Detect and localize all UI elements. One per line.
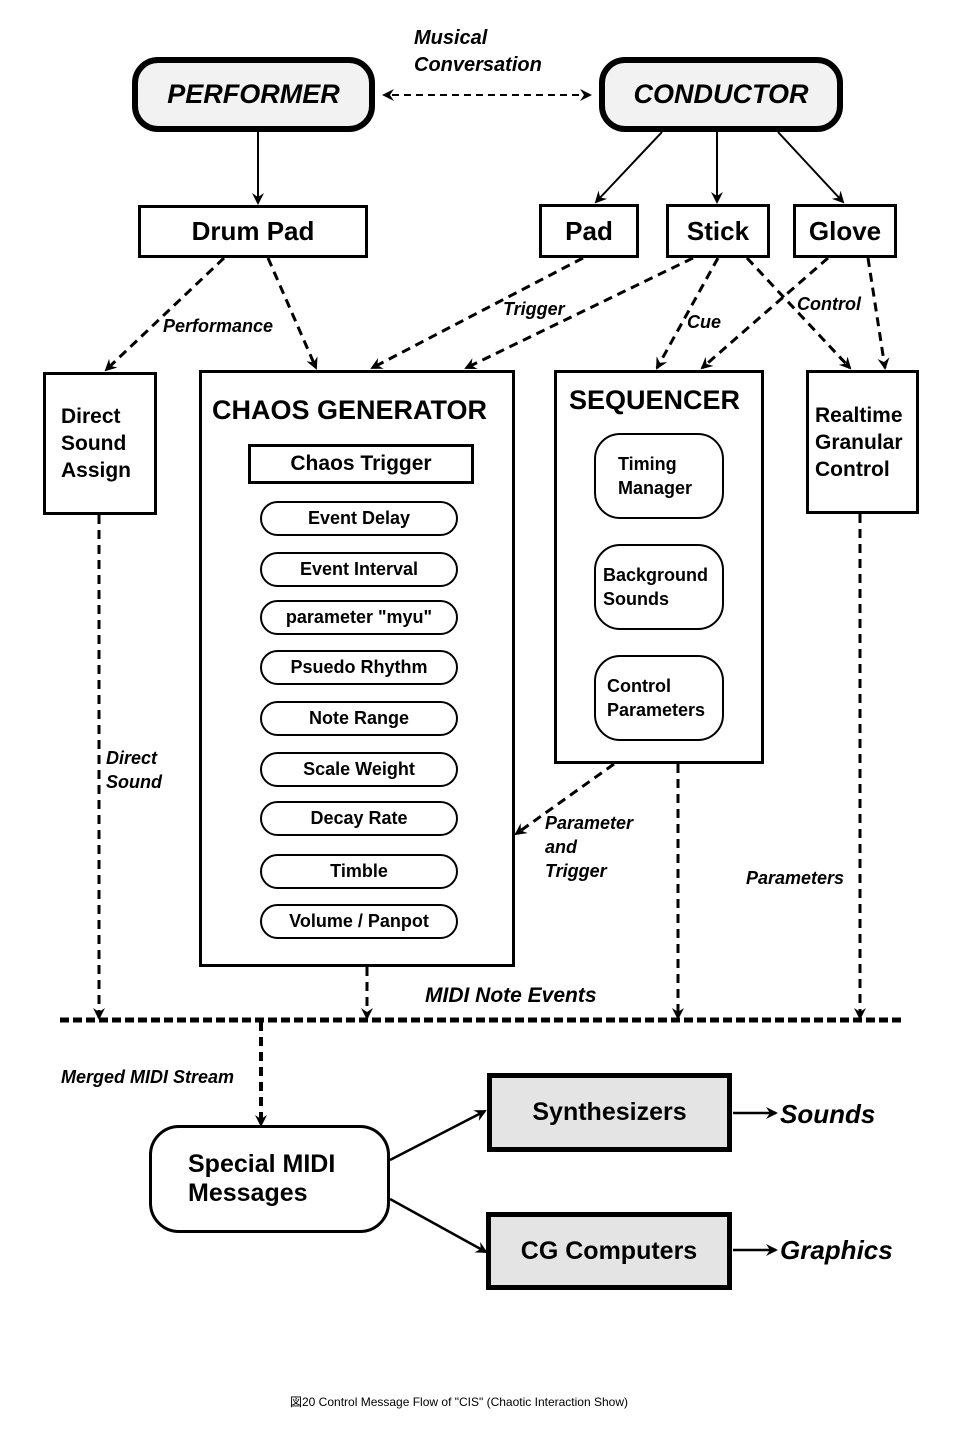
arrow-stick-chaos	[464, 256, 694, 370]
sequencer-module-line: Timing	[618, 454, 677, 474]
drum-pad-node: Drum Pad	[138, 205, 368, 258]
midi-note-events-label: MIDI Note Events	[425, 984, 597, 1007]
cue-label: Cue	[687, 312, 722, 332]
sequencer-title: SEQUENCER	[569, 385, 741, 415]
arrow-special-synth	[389, 1109, 487, 1162]
stick-node: Stick	[666, 204, 770, 258]
arrow-special-cg	[389, 1197, 488, 1254]
special-midi-messages-node: Special MIDI Messages	[149, 1125, 390, 1233]
arrow-stick-realtime	[745, 256, 852, 370]
performer-label: PERFORMER	[167, 79, 340, 109]
sounds-output-label: Sounds	[780, 1099, 876, 1129]
sequencer-module-line: Sounds	[603, 589, 669, 609]
chaos-parameter-pill: Event Delay	[260, 501, 458, 536]
merged-midi-stream-label: Merged MIDI Stream	[61, 1067, 235, 1087]
chaos-parameter-pill: Timble	[260, 854, 458, 889]
chaos-parameter-pill: Event Interval	[260, 552, 458, 587]
chaos-parameter-pill: Volume / Panpot	[260, 904, 458, 939]
sequencer-module-line: Parameters	[607, 700, 706, 720]
parameters-label: Parameters	[746, 868, 845, 888]
conductor-label: CONDUCTOR	[633, 79, 809, 109]
parameter-and-trigger-label: Parameter and Trigger	[545, 813, 634, 881]
sequencer-module-line: Manager	[618, 478, 693, 498]
conductor-node: CONDUCTOR	[599, 57, 843, 132]
figure-caption: 図20 Control Message Flow of "CIS" (Chaot…	[290, 1395, 628, 1409]
arrow-conductor-pad	[594, 131, 663, 204]
synthesizers-node: Synthesizers	[487, 1073, 732, 1152]
direct-sound-assign-node: Direct Sound Assign	[43, 372, 157, 515]
graphics-output-label: Graphics	[780, 1235, 893, 1265]
conversation-label: Musical Conversation	[414, 27, 542, 76]
control-label: Control	[797, 294, 861, 314]
arrow-glove-realtime	[866, 257, 890, 370]
chaos-parameter-pill: Psuedo Rhythm	[260, 650, 458, 685]
glove-node: Glove	[793, 204, 897, 258]
sequencer-module-line: Background	[603, 565, 709, 585]
performance-label: Performance	[163, 316, 274, 336]
arrow-sequencer-chaos	[514, 762, 615, 836]
cg-computers-node: CG Computers	[486, 1212, 732, 1290]
chaos-parameter-pill: Decay Rate	[260, 801, 458, 836]
direct-sound-label: Direct Sound	[106, 748, 162, 792]
arrow-stick-sequencer	[655, 257, 720, 370]
pad-node: Pad	[539, 204, 639, 258]
realtime-granular-control-node: Realtime Granular Control	[806, 370, 919, 514]
chaos-parameter-pill: Scale Weight	[260, 752, 458, 787]
chaos-parameter-pill: parameter "myu"	[260, 600, 458, 635]
performer-node: PERFORMER	[132, 57, 375, 132]
chaos-parameter-pill: Note Range	[260, 701, 458, 736]
arrow-conductor-glove	[777, 131, 845, 204]
sequencer-module-line: Control	[607, 676, 671, 696]
arrow-pad-chaos	[370, 256, 584, 370]
trigger-label: Trigger	[503, 299, 565, 319]
chaos-trigger: Chaos Trigger	[248, 444, 474, 484]
chaos-generator-title: CHAOS GENERATOR	[212, 395, 488, 425]
arrow-glove-sequencer	[700, 256, 829, 370]
arrow-drumpad-chaos	[266, 257, 318, 370]
arrow-drumpad-direct	[104, 256, 226, 372]
